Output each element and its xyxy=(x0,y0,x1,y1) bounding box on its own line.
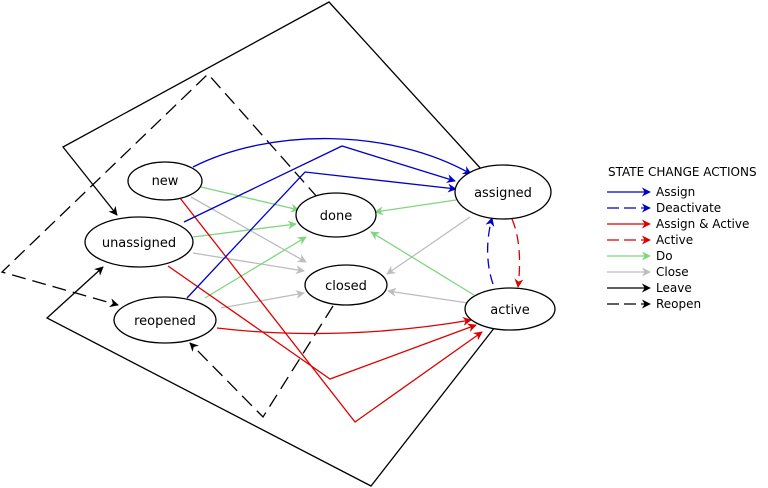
legend-item-active: Active xyxy=(607,233,693,247)
edge-close-active-closed xyxy=(387,287,469,304)
edge-do-assigned-done xyxy=(374,199,457,216)
state-assigned-label: assigned xyxy=(474,186,532,201)
edge-assignactive-reopened-active xyxy=(216,316,472,335)
legend-label-do: Do xyxy=(656,249,673,263)
legend-item-leave: Leave xyxy=(607,281,692,295)
legend-item-do: Do xyxy=(607,249,673,263)
state-closed: closed xyxy=(304,264,388,306)
edge-do-new-done xyxy=(200,186,300,213)
edge-do-reopened-done xyxy=(204,236,307,299)
state-unassigned-label: unassigned xyxy=(102,236,176,251)
edge-assignactive-unassigned-active xyxy=(167,265,477,380)
edge-assign-unassigned-assigned xyxy=(183,145,456,223)
edge-assignactive-new-active xyxy=(179,197,483,423)
edge-active-assigned-active xyxy=(511,218,524,288)
edge-assign-reopened-assigned xyxy=(186,171,457,299)
legend-title: STATE CHANGE ACTIONS xyxy=(608,165,757,179)
legend-item-deactivate: Deactivate xyxy=(607,201,721,215)
state-new-label: new xyxy=(152,174,179,189)
state-unassigned: unassigned xyxy=(84,216,194,268)
state-assigned: assigned xyxy=(454,164,552,220)
legend-item-close: Close xyxy=(607,265,689,279)
legend-item-assign-active: Assign & Active xyxy=(607,217,749,231)
state-done-label: done xyxy=(320,209,352,224)
edge-leave-assigned-unassigned xyxy=(62,1,483,216)
edge-close-assigned-closed xyxy=(386,216,471,275)
legend-label-reopen: Reopen xyxy=(656,297,701,311)
legend-item-reopen: Reopen xyxy=(607,297,701,311)
do-edges xyxy=(192,186,475,299)
legend-label-leave: Leave xyxy=(656,281,692,295)
legend-label-close: Close xyxy=(656,265,689,279)
state-active-label: active xyxy=(490,303,530,318)
edge-close-unassigned-closed xyxy=(192,252,305,275)
assign-active-edges xyxy=(167,197,483,423)
reopen-edges xyxy=(0,73,334,419)
assign-edges xyxy=(183,137,472,299)
state-done: done xyxy=(295,192,377,238)
legend-label-assign: Assign xyxy=(656,185,695,199)
edge-close-reopened-closed xyxy=(220,290,305,309)
legend-item-assign: Assign xyxy=(607,185,695,199)
state-closed-label: closed xyxy=(325,279,367,294)
edge-leave-active-unassigned xyxy=(45,266,496,487)
legend-label-deactivate: Deactivate xyxy=(656,201,721,215)
edge-do-active-done xyxy=(370,231,475,296)
legend-label-assign-active: Assign & Active xyxy=(656,217,749,231)
state-reopened: reopened xyxy=(113,296,217,344)
state-new: new xyxy=(127,161,203,201)
edge-deactivate-active-assigned xyxy=(485,217,495,285)
edge-assign-new-assigned xyxy=(192,137,472,175)
legend: STATE CHANGE ACTIONS Assign Deactivate A… xyxy=(607,165,757,311)
edge-reopen-done-unassigned xyxy=(0,73,319,308)
state-reopened-label: reopened xyxy=(134,314,196,329)
edge-do-unassigned-done xyxy=(192,220,297,238)
state-active: active xyxy=(464,287,556,331)
edge-reopen-closed-reopened xyxy=(189,305,334,419)
legend-label-active: Active xyxy=(656,233,693,247)
